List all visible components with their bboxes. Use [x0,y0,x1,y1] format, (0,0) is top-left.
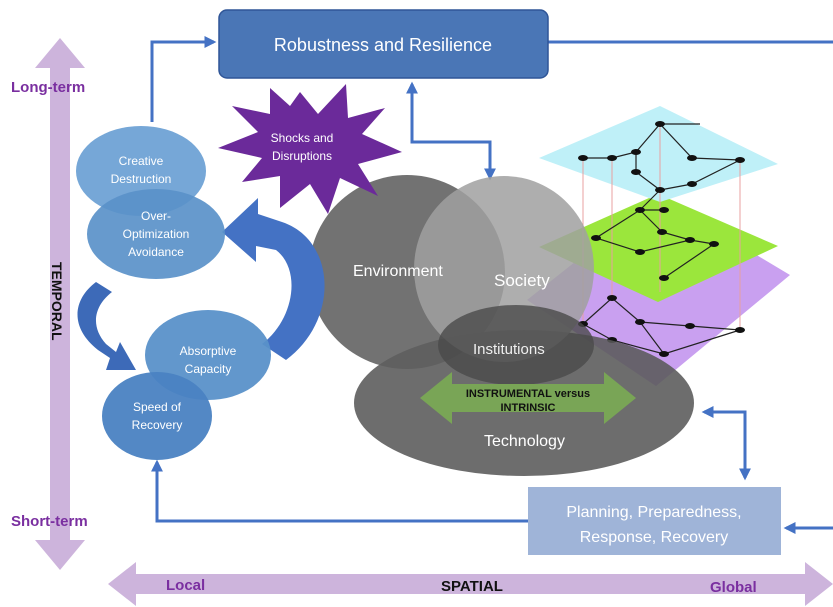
institutions-ellipse [438,305,594,385]
robustness-box [218,9,549,79]
layer-cyan [539,106,778,202]
short-term-label: Short-term [11,513,88,530]
planning-line1: Planning, Preparedness, [566,504,741,521]
overopt-line2: Optimization [123,227,190,241]
overopt-line3: Avoidance [128,245,184,259]
left-ovals [76,126,271,460]
shocks-starburst [218,84,402,214]
spatial-axis [108,562,833,606]
shocks-label-line1: Shocks and [271,131,334,145]
planning-box [528,487,781,555]
overopt-line1: Over- [141,209,171,223]
long-term-label: Long-term [11,79,85,96]
shocks-label-line2: Disruptions [272,149,332,163]
absorptive-line1: Absorptive [180,344,237,358]
spatial-label: SPATIAL [441,578,503,595]
global-label: Global [710,579,757,596]
speed-line1: Speed of [133,400,182,414]
temporal-axis [35,38,85,570]
arrow-to-robustness [150,36,217,122]
arrow-planning-to-recovery [151,459,528,523]
institutions-label: Institutions [473,341,545,358]
curved-arrow-up [222,198,325,360]
instrumental-intrinsic-arrow [420,372,636,424]
local-label: Local [166,577,205,594]
creative-line1: Creative [119,154,164,168]
connector-arrows [150,36,833,534]
network-nodes [578,121,745,357]
instrumental-label: INSTRUMENTAL versus [466,388,590,400]
technology-label: Technology [484,433,565,450]
absorptive-line2: Capacity [185,362,232,376]
arrow-technology-planning [701,406,751,481]
arrow-robustness-venn [406,81,496,181]
temporal-label: TEMPORAL [49,262,65,341]
intrinsic-label: INTRINSIC [501,402,556,414]
over-optimization-oval [87,189,225,279]
robustness-label: Robustness and Resilience [274,35,492,55]
speed-line2: Recovery [132,418,183,432]
environment-label: Environment [353,263,443,280]
speed-of-recovery-oval [102,372,212,460]
curved-arrow-down [77,282,136,370]
creative-line2: Destruction [111,172,172,186]
society-label: Society [494,271,550,290]
planning-line2: Response, Recovery [580,529,729,546]
